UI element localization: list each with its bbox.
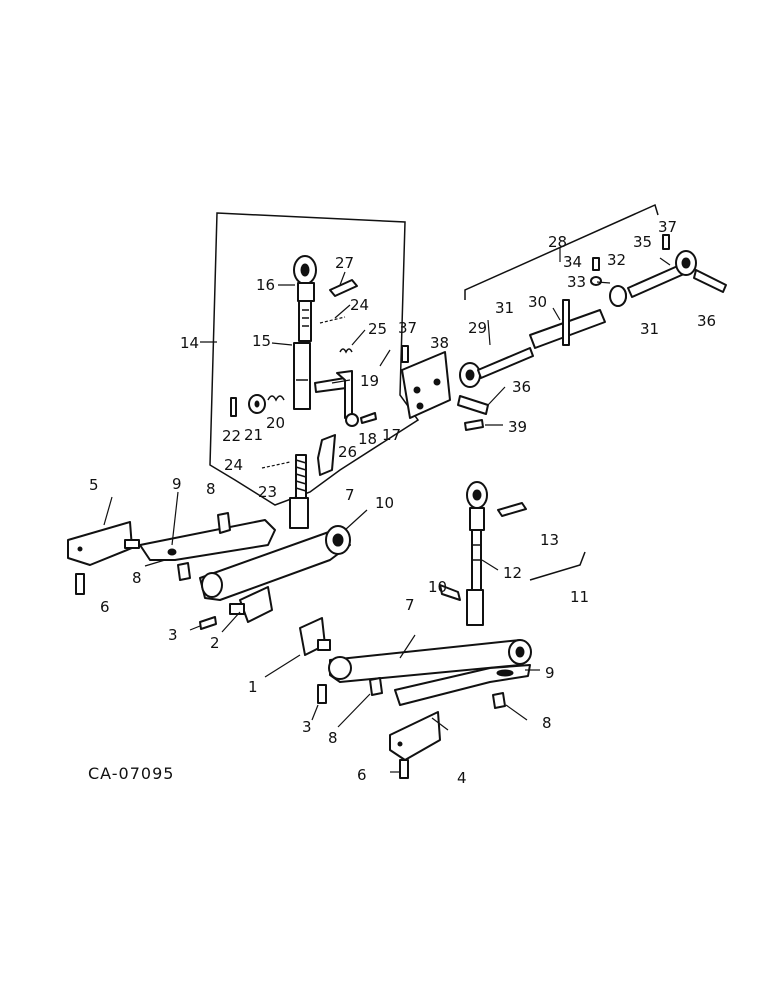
callout-28: 28 — [548, 233, 567, 251]
callout-8: 8 — [542, 714, 552, 732]
callout-10: 10 — [375, 494, 394, 512]
callout-1: 1 — [248, 678, 258, 696]
callout-11: 11 — [570, 588, 589, 606]
callout-30: 30 — [528, 293, 547, 311]
callout-36: 36 — [512, 378, 531, 396]
callout-23: 23 — [258, 483, 277, 501]
small-parts-group-14 — [230, 279, 377, 476]
callout-20: 20 — [266, 414, 285, 432]
callout-9: 9 — [172, 475, 182, 493]
callout-3: 3 — [168, 626, 178, 644]
callout-21: 21 — [244, 426, 263, 444]
callout-24: 24 — [350, 296, 369, 314]
callout-2: 2 — [210, 634, 220, 652]
callout-5: 5 — [89, 476, 99, 494]
callout-16: 16 — [256, 276, 275, 294]
callout-6: 6 — [100, 598, 110, 616]
callouts: 1 2 3 3 4 5 6 6 7 7 8 8 8 8 9 9 10 10 11… — [89, 218, 716, 787]
callout-3: 3 — [302, 718, 312, 736]
right-lower-link — [299, 481, 532, 779]
drawing-code: CA-07095 — [88, 764, 174, 783]
callout-37: 37 — [658, 218, 677, 236]
group-28-bracket — [464, 203, 659, 300]
top-link-assembly — [401, 234, 727, 431]
group-14-outline — [200, 212, 420, 506]
callout-6: 6 — [357, 766, 367, 784]
callout-35: 35 — [633, 233, 652, 251]
callout-39: 39 — [508, 418, 527, 436]
callout-27: 27 — [335, 254, 354, 272]
callout-8: 8 — [206, 480, 216, 498]
callout-36: 36 — [697, 312, 716, 330]
callout-4: 4 — [457, 769, 467, 787]
callout-37: 37 — [398, 319, 417, 337]
callout-17: 17 — [382, 426, 401, 444]
callout-31: 31 — [640, 320, 659, 338]
callout-7: 7 — [345, 486, 355, 504]
leader-lines — [103, 257, 671, 773]
callout-22: 22 — [222, 427, 241, 445]
callout-14: 14 — [180, 334, 199, 352]
callout-33: 33 — [567, 273, 586, 291]
callout-8: 8 — [132, 569, 142, 587]
callout-10: 10 — [428, 578, 447, 596]
callout-15: 15 — [252, 332, 271, 350]
group-11-bracket — [529, 551, 586, 581]
lift-link-left — [289, 255, 317, 529]
callout-34: 34 — [563, 253, 582, 271]
left-lower-link — [67, 512, 351, 630]
callout-13: 13 — [540, 531, 559, 549]
callout-29: 29 — [468, 319, 487, 337]
callout-7: 7 — [405, 596, 415, 614]
callout-12: 12 — [503, 564, 522, 582]
callout-9: 9 — [545, 664, 555, 682]
callout-18: 18 — [358, 430, 377, 448]
callout-26: 26 — [338, 443, 357, 461]
callout-25: 25 — [368, 320, 387, 338]
callout-8: 8 — [328, 729, 338, 747]
callout-31: 31 — [495, 299, 514, 317]
callout-19: 19 — [360, 372, 379, 390]
callout-38: 38 — [430, 334, 449, 352]
callout-24: 24 — [224, 456, 243, 474]
callout-32: 32 — [607, 251, 626, 269]
